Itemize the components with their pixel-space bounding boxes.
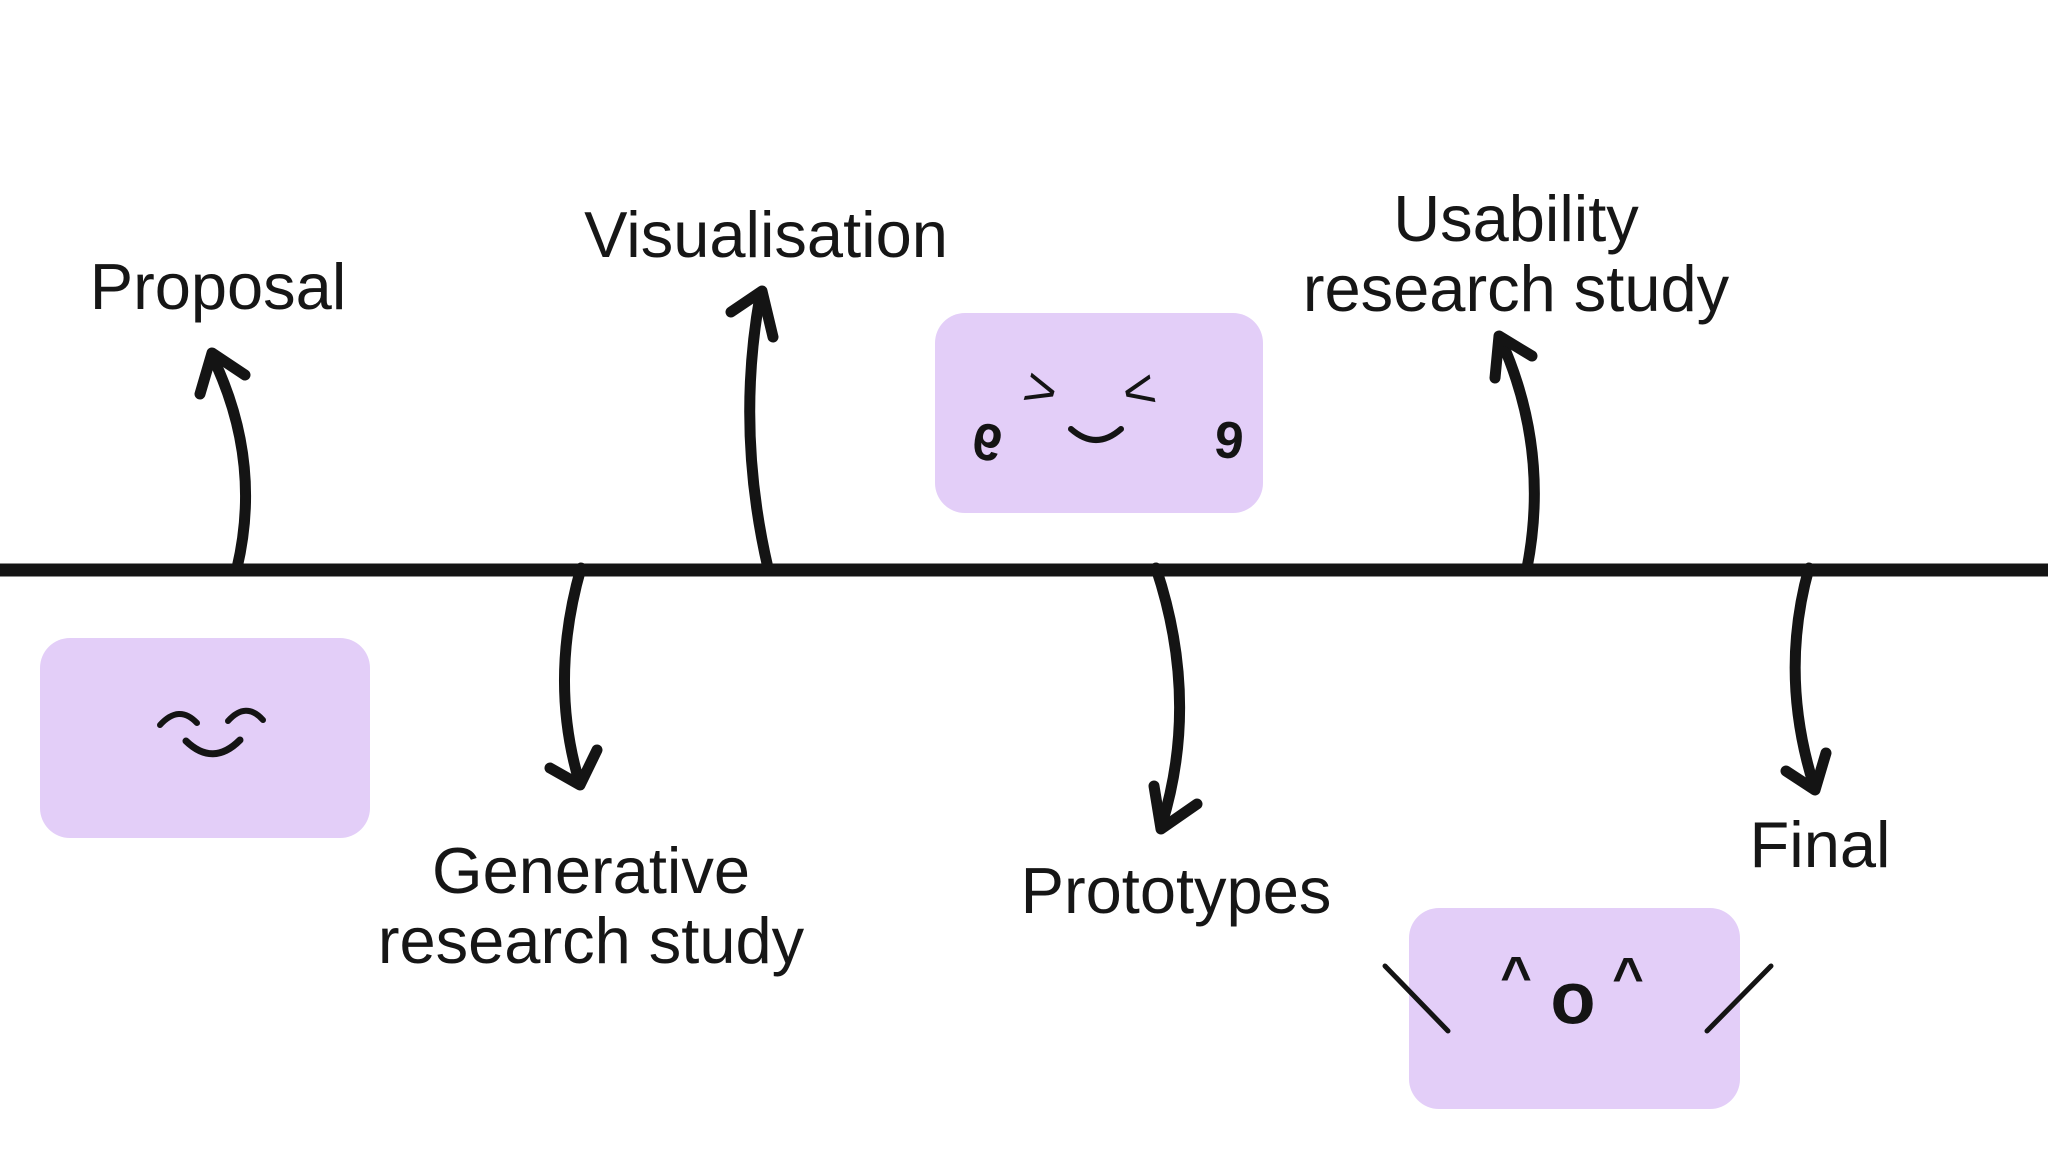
surprised-face-eye-left: ^ [1500, 946, 1532, 1006]
label-usability-line2: research study [1302, 252, 1730, 325]
arrow-final [1780, 562, 1832, 796]
label-visualisation: Visualisation [584, 198, 948, 271]
label-prototypes: Prototypes [1020, 854, 1332, 927]
label-generative-line2: research study [377, 904, 805, 977]
label-generative: Generative research study [378, 836, 804, 976]
label-proposal: Proposal [89, 250, 347, 323]
arrowhead-usability [1489, 330, 1538, 384]
arrow-proposal [194, 347, 252, 574]
label-usability: Usability research study [1303, 184, 1729, 324]
arrowhead-prototypes [1148, 780, 1203, 835]
sticker-excited-face [935, 313, 1263, 513]
sticker-surprised-face [1409, 908, 1740, 1109]
arrowhead-visualisation [725, 285, 779, 343]
label-usability-line1: Usability [1393, 182, 1639, 255]
arrow-usability [1489, 330, 1540, 574]
sticker-content-face [40, 638, 370, 838]
arrowhead-generative [544, 744, 603, 791]
arrowhead-final [1780, 747, 1832, 796]
arrow-generative [544, 562, 603, 791]
surprised-face-eye-right: ^ [1612, 947, 1644, 1007]
arrowhead-proposal [194, 347, 251, 400]
surprised-face-mouth: o [1550, 956, 1596, 1040]
arrow-prototypes [1148, 562, 1203, 835]
arrow-visualisation [725, 285, 779, 574]
label-generative-line1: Generative [432, 834, 750, 907]
label-final: Final [1749, 808, 1891, 881]
